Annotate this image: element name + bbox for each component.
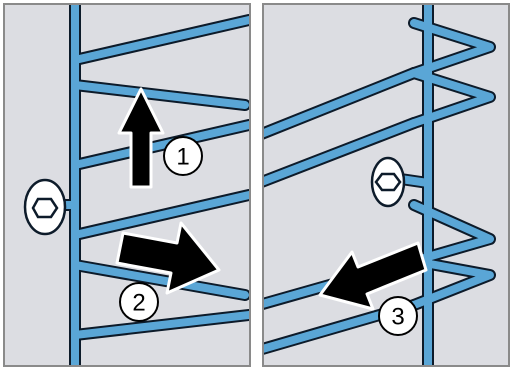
left-diagram: 1 2: [23, 5, 249, 365]
step-number-3: 3: [391, 304, 404, 331]
step-number-1: 1: [176, 144, 189, 171]
step-callout-1: 1: [163, 136, 203, 176]
arrow-right-icon: [115, 221, 221, 295]
panel-left-unhook-rack: 1 2: [3, 3, 251, 367]
panel-right-remove-rack: 3: [262, 3, 510, 367]
right-diagram: 3: [264, 5, 496, 365]
wire-rack-left: [39, 5, 249, 365]
arrow-up-icon: [117, 87, 165, 189]
arrow-down-left-icon: [318, 241, 428, 311]
step-callout-2: 2: [119, 282, 159, 322]
step-number-2: 2: [132, 290, 145, 317]
fixing-screw-left: [23, 178, 67, 236]
step-callout-3: 3: [378, 296, 418, 336]
fixing-screw-right: [370, 156, 406, 208]
